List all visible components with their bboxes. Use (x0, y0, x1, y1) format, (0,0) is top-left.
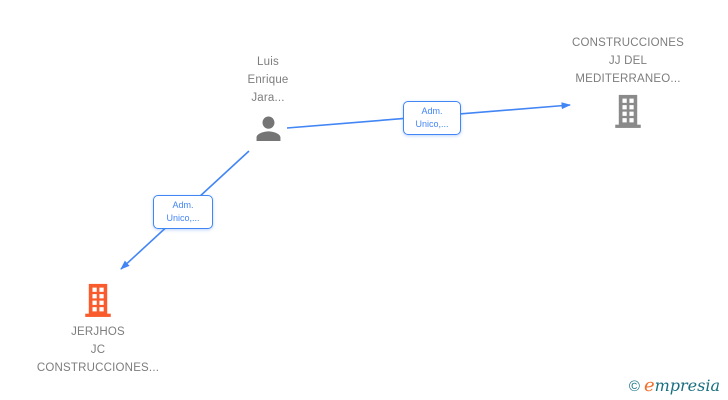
logo-brand-initial: e (643, 375, 655, 396)
company-left-label-line2: JC (90, 344, 106, 356)
person-label-line3: Jara... (251, 92, 285, 104)
person-label-line2: Enrique (247, 74, 289, 86)
empresia-logo[interactable]: © e mpresia (629, 375, 720, 396)
edge-label-adm-unico-right[interactable]: Adm. Unico,... (403, 101, 461, 135)
company-right-label-line3: MEDITERRANEO... (575, 73, 681, 85)
company-right-label-line2: JJ DEL (608, 55, 648, 67)
building-icon-gray[interactable] (611, 92, 645, 129)
node-company-jerjhos-jc-construcciones[interactable]: JERJHOS JC CONSTRUCCIONES... (23, 281, 173, 377)
company-left-label-line1: JERJHOS (71, 326, 125, 338)
edge-label-right-line2: Unico,... (415, 119, 449, 129)
logo-brand-text: mpresia (654, 376, 720, 395)
person-icon[interactable] (251, 111, 286, 146)
edge-label-adm-unico-left[interactable]: Adm. Unico,... (153, 195, 213, 229)
person-node-label: Luis Enrique Jara... (247, 53, 288, 107)
copyright-icon: © (628, 378, 640, 395)
person-label-line1: Luis (257, 56, 279, 68)
building-icon-orange[interactable] (81, 281, 115, 318)
node-person-luis-enrique-jara[interactable]: Luis Enrique Jara... (208, 53, 328, 146)
edge-label-right-line1: Adm. (421, 106, 443, 116)
company-left-label-line3: CONSTRUCCIONES... (36, 362, 160, 374)
node-company-construcciones-jj-del-mediterraneo[interactable]: CONSTRUCCIONES JJ DEL MEDITERRANEO... (541, 34, 715, 129)
edge-label-left-line2: Unico,... (166, 213, 200, 223)
company-right-label: CONSTRUCCIONES JJ DEL MEDITERRANEO... (572, 34, 684, 88)
edge-label-left-line1: Adm. (172, 200, 194, 210)
company-right-label-line1: CONSTRUCCIONES (571, 37, 685, 49)
company-left-label: JERJHOS JC CONSTRUCCIONES... (37, 323, 159, 377)
